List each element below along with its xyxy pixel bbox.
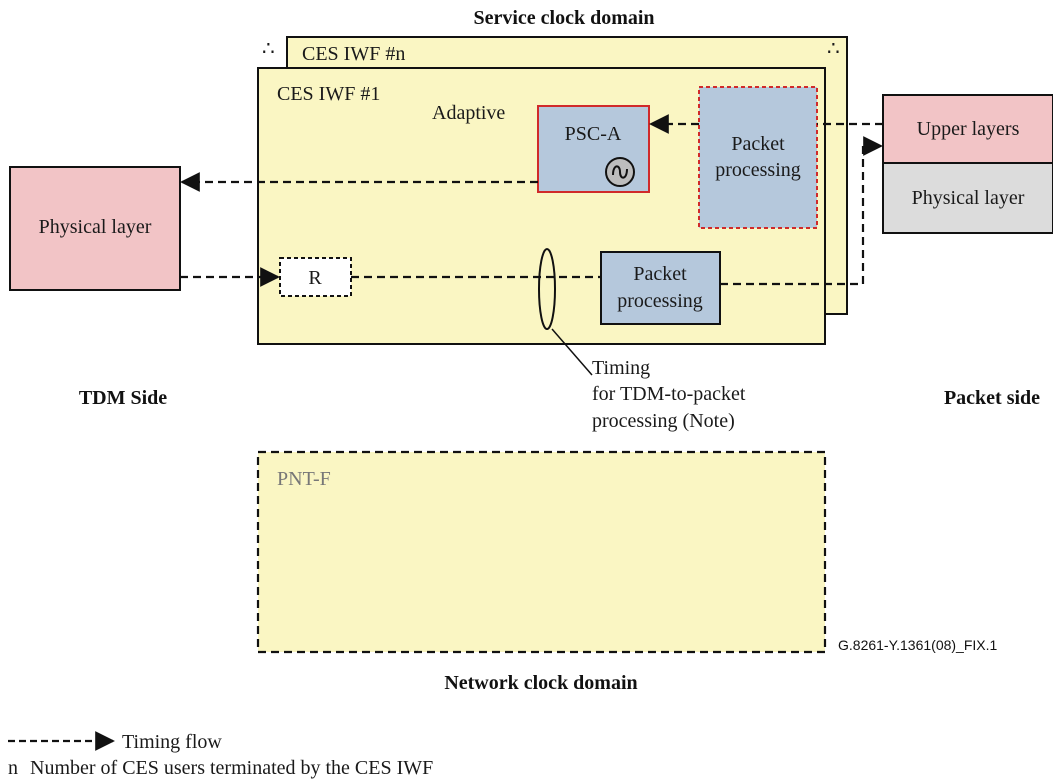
flow-packet-processing-to-physical: [720, 136, 883, 286]
packet-physical-layer-label: Physical layer: [912, 187, 1025, 209]
upper-layers-box: [882, 94, 1053, 164]
network-clock-domain-title: Network clock domain: [444, 672, 637, 694]
regenerator-r-box: [279, 257, 352, 297]
upper-layers-label: Upper layers: [917, 118, 1020, 140]
tdm-physical-layer-box: [9, 166, 181, 291]
adaptive-label: Adaptive: [432, 102, 505, 124]
dots-right-icon: ∴: [827, 38, 840, 60]
packet-processing-upper-line2: processing: [715, 159, 801, 181]
timing-note-line3: processing (Note): [592, 410, 735, 432]
pnt-f-box: [256, 450, 827, 654]
legend-timing-flow-label: Timing flow: [122, 731, 222, 753]
packet-side-label: Packet side: [944, 387, 1040, 409]
oscillator-wave-icon: [612, 165, 628, 179]
packet-processing-upper-line1: Packet: [731, 133, 785, 155]
packet-processing-upper-box: [698, 86, 818, 229]
ces-iwf-1-label: CES IWF #1: [277, 83, 380, 105]
psc-a-label: PSC-A: [565, 123, 622, 145]
legend-n-symbol: n: [8, 757, 18, 779]
timing-note-line1: Timing: [592, 357, 650, 379]
tdm-physical-layer-label: Physical layer: [39, 216, 152, 238]
dots-left-icon: ∴: [262, 38, 275, 60]
packet-physical-layer-box: [882, 162, 1053, 234]
regenerator-r-label: R: [308, 267, 322, 289]
ces-iwf-n-label: CES IWF #n: [302, 43, 405, 65]
timing-ellipse: [538, 248, 556, 330]
service-clock-domain-title: Service clock domain: [473, 7, 654, 29]
pnt-f-label: PNT-F: [277, 468, 331, 490]
timing-pointer-line: [551, 328, 593, 376]
packet-processing-lower-line1: Packet: [633, 263, 687, 285]
packet-processing-lower-box: [600, 251, 721, 325]
figure-id: G.8261-Y.1361(08)_FIX.1: [838, 637, 998, 653]
packet-processing-lower-line2: processing: [617, 290, 703, 312]
tdm-side-label: TDM Side: [79, 387, 167, 409]
legend-n-description: Number of CES users terminated by the CE…: [30, 757, 433, 779]
timing-note-line2: for TDM-to-packet: [592, 383, 746, 405]
